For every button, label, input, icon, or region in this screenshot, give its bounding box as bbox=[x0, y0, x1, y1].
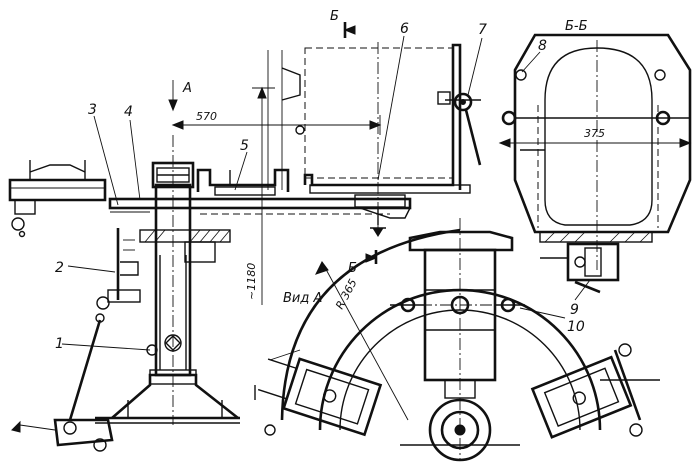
part-label-1: 1 bbox=[55, 336, 64, 352]
cradle-5 bbox=[196, 168, 290, 196]
section-mark-top: Б bbox=[330, 9, 339, 24]
section-B-B bbox=[501, 33, 692, 294]
view-arrow-label: А bbox=[182, 81, 192, 96]
container-6 bbox=[267, 42, 471, 237]
dimension-height: ~1180 bbox=[245, 263, 258, 300]
part-label-6: 6 bbox=[400, 21, 409, 37]
view-A bbox=[254, 218, 660, 462]
part-label-5: 5 bbox=[240, 138, 249, 154]
dimension-width: 375 bbox=[584, 127, 605, 140]
part-label-9: 9 bbox=[570, 302, 579, 318]
part-label-8: 8 bbox=[538, 38, 547, 54]
part-label-7: 7 bbox=[478, 22, 487, 38]
section-mark-bottom: Б bbox=[348, 261, 357, 276]
clamp-7 bbox=[437, 91, 482, 166]
part-label-4: 4 bbox=[124, 104, 133, 120]
dimension-lines bbox=[168, 22, 692, 305]
view-title: Вид А bbox=[283, 291, 322, 306]
section-title: Б-Б bbox=[565, 19, 588, 34]
leader-lines bbox=[61, 35, 591, 351]
part-label-10: 10 bbox=[567, 319, 585, 335]
part-label-3: 3 bbox=[88, 102, 97, 118]
dimension-span: 570 bbox=[196, 110, 217, 123]
part-label-2: 2 bbox=[55, 260, 64, 276]
main-assembly-view bbox=[8, 135, 412, 452]
